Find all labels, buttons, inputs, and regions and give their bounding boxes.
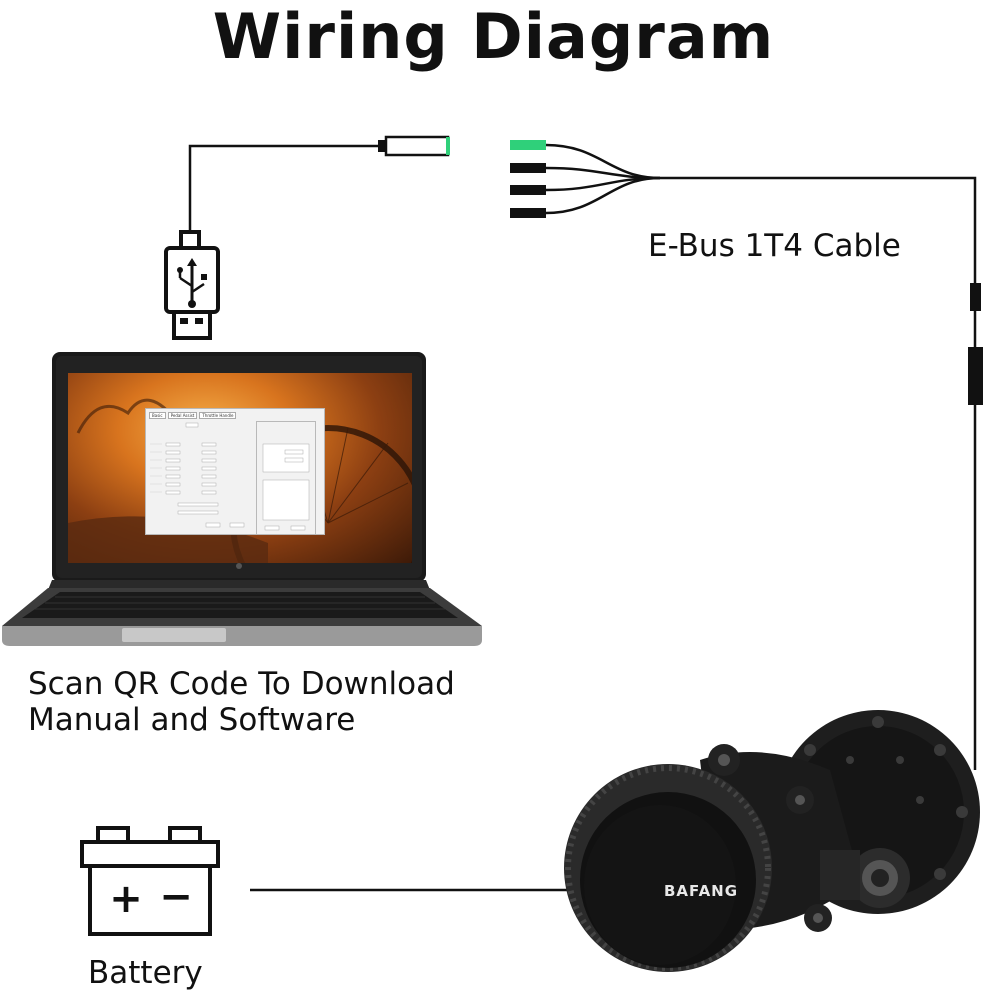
page-title: Wiring Diagram (212, 0, 775, 73)
cable-label: E-Bus 1T4 Cable (648, 228, 901, 264)
battery-icon (80, 826, 220, 936)
scan-text-line-1: Scan QR Code To Download (28, 666, 455, 702)
motor-brand-label: BAFANG (664, 882, 738, 900)
software-tabs: Basic Pedal Assist Throttle Handle (146, 409, 324, 419)
tab-basic[interactable]: Basic (149, 412, 166, 419)
software-side-panel (256, 421, 316, 535)
tab-pedal-assist[interactable]: Pedal Assist (167, 412, 198, 419)
battery-plus-symbol: + (109, 876, 143, 922)
scan-qr-instructions: Scan QR Code To Download Manual and Soft… (28, 666, 455, 738)
software-side-fields (262, 443, 310, 531)
usb-cable (188, 135, 450, 232)
tab-throttle-handle[interactable]: Throttle Handle (199, 412, 237, 419)
ebus-cable (510, 140, 983, 770)
battery-minus-symbol: − (159, 874, 193, 920)
bafang-motor (564, 710, 980, 972)
scan-text-line-2: Manual and Software (28, 702, 356, 738)
battery-label: Battery (88, 955, 203, 991)
usb-plug-icon (164, 230, 220, 340)
software-form-fields (150, 422, 245, 528)
laptop-screen: Basic Pedal Assist Throttle Handle (68, 373, 412, 563)
